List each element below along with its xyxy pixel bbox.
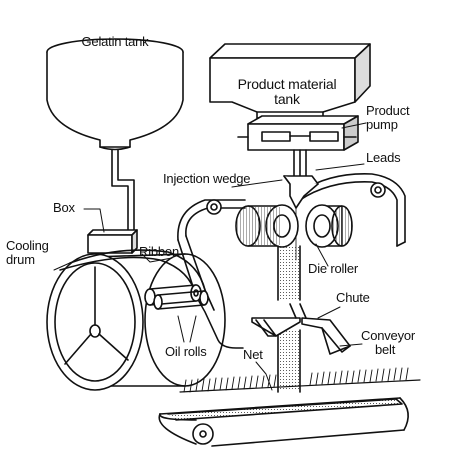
product-material-tank: [209, 43, 371, 119]
cooling-drum-label: Cooling drum: [6, 239, 49, 267]
product-pump: [237, 115, 359, 151]
ribbon-label: Ribbon: [139, 244, 179, 259]
leader-lines: [53, 122, 367, 391]
leads-label: Leads: [366, 150, 401, 165]
gelatin-tank-label: Gelatin tank: [81, 34, 149, 49]
spreader-box: [87, 229, 138, 254]
gelatin-tank: [46, 38, 184, 151]
product-material-tank-label-line1: Product material: [237, 76, 337, 92]
box-label: Box: [53, 200, 75, 215]
die-roller-left: [235, 204, 299, 248]
product-pump-label-line1: Product: [366, 103, 410, 118]
die-roller-label: Die roller: [308, 261, 359, 276]
cooling-drum-label-line1: Cooling: [6, 238, 49, 253]
gelatin-feed-pipe: [111, 149, 135, 235]
injection-wedge-label: Injection wedge: [163, 171, 251, 186]
oil-rolls: [144, 284, 209, 310]
oil-rolls-label: Oil rolls: [165, 344, 207, 359]
die-roller-right: [305, 204, 353, 248]
chute: [251, 303, 351, 355]
gelatin-ribbon: [59, 199, 246, 349]
product-pump-label-line2: pump: [366, 117, 398, 132]
conveyor-belt-label-line2: belt: [375, 342, 396, 357]
conveyor-belt: [158, 397, 409, 447]
product-leads: [293, 149, 307, 177]
product-material-tank-label-line2: tank: [274, 91, 300, 107]
net-label: Net: [243, 347, 263, 362]
perforated-web: [277, 245, 301, 393]
cooling-drum-label-line2: drum: [6, 252, 35, 267]
right-ribbon: [299, 173, 406, 247]
conveyor-belt-label: Conveyor belt: [361, 329, 415, 357]
left-guide-roller: [206, 199, 222, 215]
conveyor-belt-label-line1: Conveyor: [361, 328, 416, 343]
product-pump-label: Product pump: [366, 103, 410, 132]
product-material-tank-label: Product material tank: [232, 77, 342, 107]
chute-label: Chute: [336, 290, 370, 305]
